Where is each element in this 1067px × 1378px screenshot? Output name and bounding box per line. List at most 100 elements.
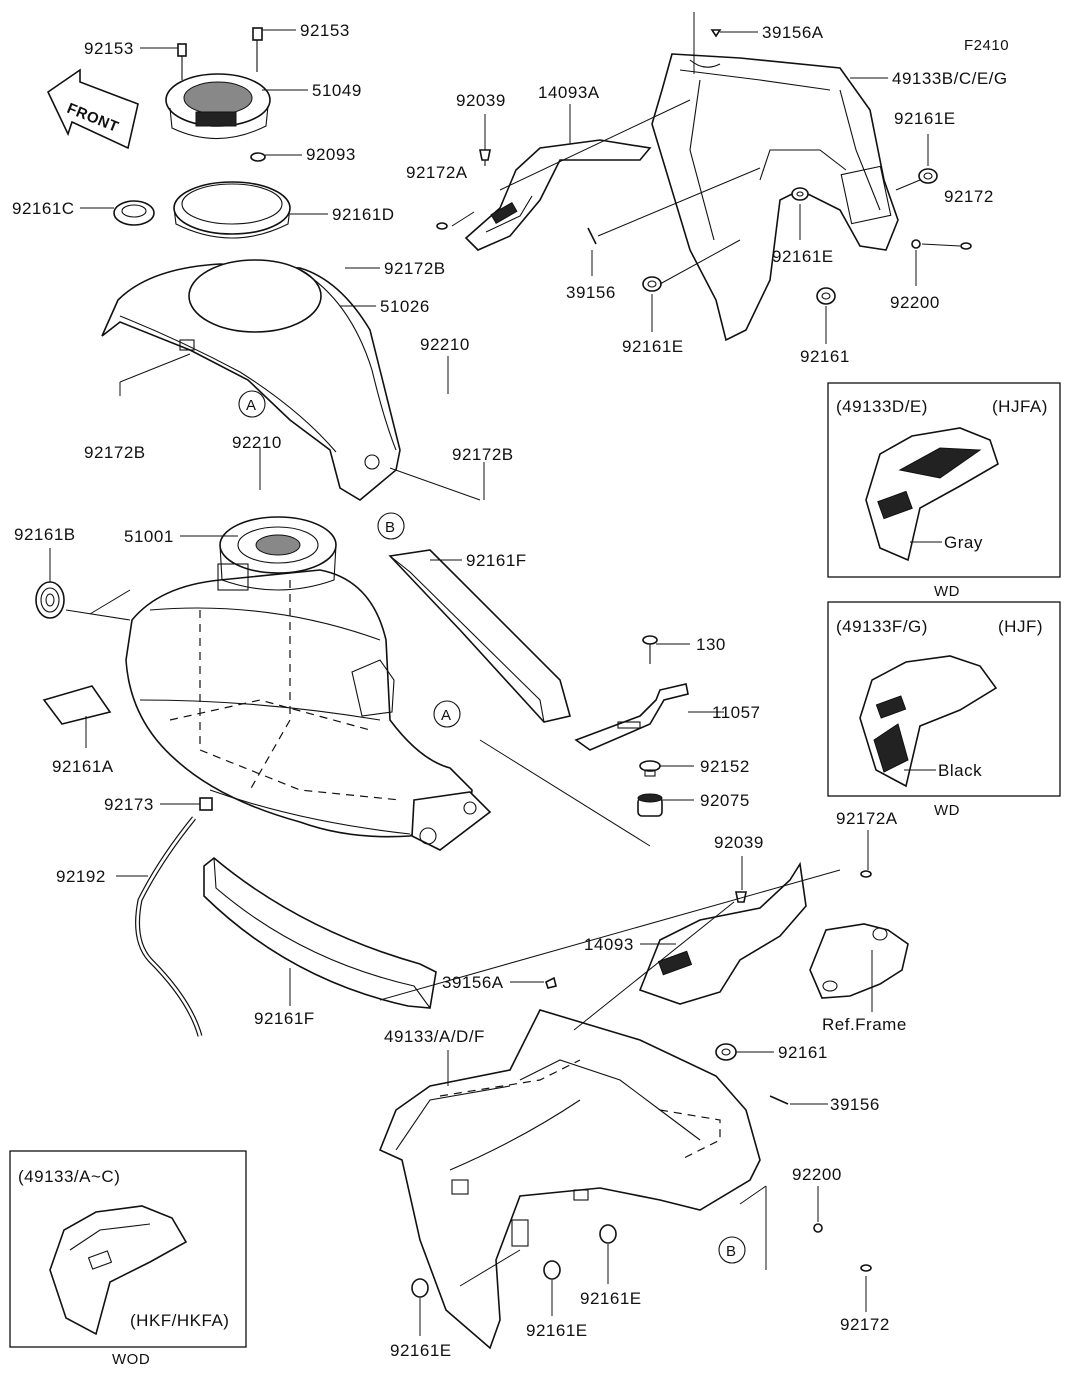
callout-92161-top: 92161	[800, 347, 850, 366]
inset-hjf: (49133F/G) (HJF) Black WD	[827, 601, 1061, 819]
collar-92152	[639, 760, 661, 777]
callout-92172b-a: 92172B	[384, 259, 446, 278]
bolt-92153-b	[252, 27, 263, 72]
screw-92172-top	[960, 242, 972, 250]
callout-92153-b: 92153	[300, 21, 350, 40]
callout-92153-a: 92153	[84, 39, 134, 58]
callout-14093: 14093	[584, 935, 634, 954]
clip-39156-top	[587, 227, 597, 245]
hose-92192	[136, 817, 202, 1037]
svg-text:A: A	[441, 707, 452, 724]
callout-92161e-b1: 92161E	[390, 1341, 452, 1360]
callout-14093a: 14093A	[538, 83, 600, 102]
callout-11057: 11057	[712, 703, 761, 722]
inset-hjfa-note: WD	[934, 583, 960, 600]
clip-39156a-top	[710, 29, 722, 38]
callout-92039-bot: 92039	[714, 833, 764, 852]
callout-92172a-top: 92172A	[406, 163, 468, 182]
callout-92039-top: 92039	[456, 91, 506, 110]
callout-92161b: 92161B	[14, 525, 76, 544]
callout-ref-frame: Ref.Frame	[822, 1015, 907, 1034]
pad-92161f-upper	[388, 549, 571, 723]
screw-92172-bot	[860, 1264, 872, 1272]
callout-92161e-b2: 92161E	[526, 1321, 588, 1340]
front-arrow-icon: FRONT	[46, 68, 139, 150]
callout-92161f-a: 92161F	[466, 551, 527, 570]
callout-92075: 92075	[700, 791, 750, 810]
inset-hjfa: (49133D/E) (HJFA) Gray WD	[827, 382, 1061, 600]
callout-labels: 92153 92153 51049 92093 92161C 92161D 92…	[12, 21, 1007, 1360]
grommet-92161e-b3	[599, 1224, 617, 1244]
callout-92161f-b: 92161F	[254, 1009, 315, 1028]
inset-hkf-note: WOD	[112, 1351, 150, 1368]
callout-92161e-r1: 92161E	[894, 109, 956, 128]
grommet-92161e-r3	[642, 276, 662, 292]
bolt-130	[642, 635, 658, 664]
callout-49133: 49133/A/D/F	[384, 1027, 485, 1046]
callout-92172-bot: 92172	[840, 1315, 890, 1334]
inset-hjf-code: (49133F/G)	[836, 617, 928, 636]
shroud-49133	[378, 1009, 761, 1350]
grommet-92161-top	[816, 287, 836, 305]
washer-92200-top	[911, 239, 921, 249]
callout-92161a: 92161A	[52, 757, 114, 776]
inset-hjfa-market: (HJFA)	[992, 397, 1048, 416]
cover-14093	[638, 861, 807, 1005]
callout-92152: 92152	[700, 757, 750, 776]
inset-hkf-code: (49133/A~C)	[18, 1167, 120, 1186]
fuel-tank-51001	[125, 516, 492, 851]
callout-92172a-bot: 92172A	[836, 809, 898, 828]
grommet-92161e-b2	[543, 1260, 561, 1280]
inset-hkf-market: (HKF/HKFA)	[130, 1311, 229, 1330]
figure-code: F2410	[964, 37, 1009, 54]
clip-39156a-bot	[545, 976, 557, 989]
frame-bracket-ref	[809, 923, 909, 999]
washer-92093	[250, 152, 266, 162]
grommet-92161e-r2	[791, 187, 809, 201]
clamp-92173	[199, 797, 213, 811]
inset-hkf: (49133/A~C) (HKF/HKFA) WOD	[9, 1150, 247, 1368]
callout-51001: 51001	[124, 527, 174, 546]
screw-92172a-top	[436, 222, 448, 230]
marker-a-2: A	[433, 700, 461, 728]
callout-92173: 92173	[104, 795, 154, 814]
inset-hjfa-code: (49133D/E)	[836, 397, 928, 416]
callout-92161e-r3: 92161E	[622, 337, 684, 356]
grommet-92161-bot	[715, 1043, 737, 1061]
callout-51049: 51049	[312, 81, 362, 100]
svg-text:B: B	[385, 519, 396, 536]
callout-51026: 51026	[380, 297, 430, 316]
marker-b-1: B	[377, 512, 405, 540]
callout-92172b-b: 92172B	[84, 443, 146, 462]
svg-text:B: B	[726, 1243, 737, 1260]
callout-92093: 92093	[306, 145, 356, 164]
pad-92161a	[42, 685, 112, 725]
callout-92210-b: 92210	[232, 433, 282, 452]
callout-39156a-bot: 39156A	[442, 973, 504, 992]
callout-92161-bot: 92161	[778, 1043, 828, 1062]
screw-92172a-bot	[860, 870, 872, 878]
callout-92172b-c: 92172B	[452, 445, 514, 464]
grommet-92161c	[113, 200, 155, 226]
callout-92200-top: 92200	[890, 293, 940, 312]
callout-92200-bot: 92200	[792, 1165, 842, 1184]
inset-hjf-market: (HJF)	[998, 617, 1043, 636]
callout-92192: 92192	[56, 867, 106, 886]
washer-92200-bot	[813, 1223, 823, 1233]
damper-92161b	[35, 581, 65, 619]
tank-cover-51026	[101, 259, 401, 501]
inset-hjf-note: WD	[934, 802, 960, 819]
fuel-cap-51049	[165, 73, 271, 140]
cover-14093a	[464, 139, 652, 251]
callout-39156a-top: 39156A	[762, 23, 824, 42]
grommet-92161e-r1	[918, 168, 938, 184]
callout-92172-top: 92172	[944, 187, 994, 206]
marker-a-1: A	[238, 390, 266, 418]
clip-39156-bot	[769, 1095, 789, 1105]
marker-b-2: B	[718, 1236, 746, 1264]
pad-92161f-lower	[203, 856, 437, 1009]
inset-hjf-color: Black	[938, 761, 982, 780]
shroud-49133b	[651, 53, 899, 342]
